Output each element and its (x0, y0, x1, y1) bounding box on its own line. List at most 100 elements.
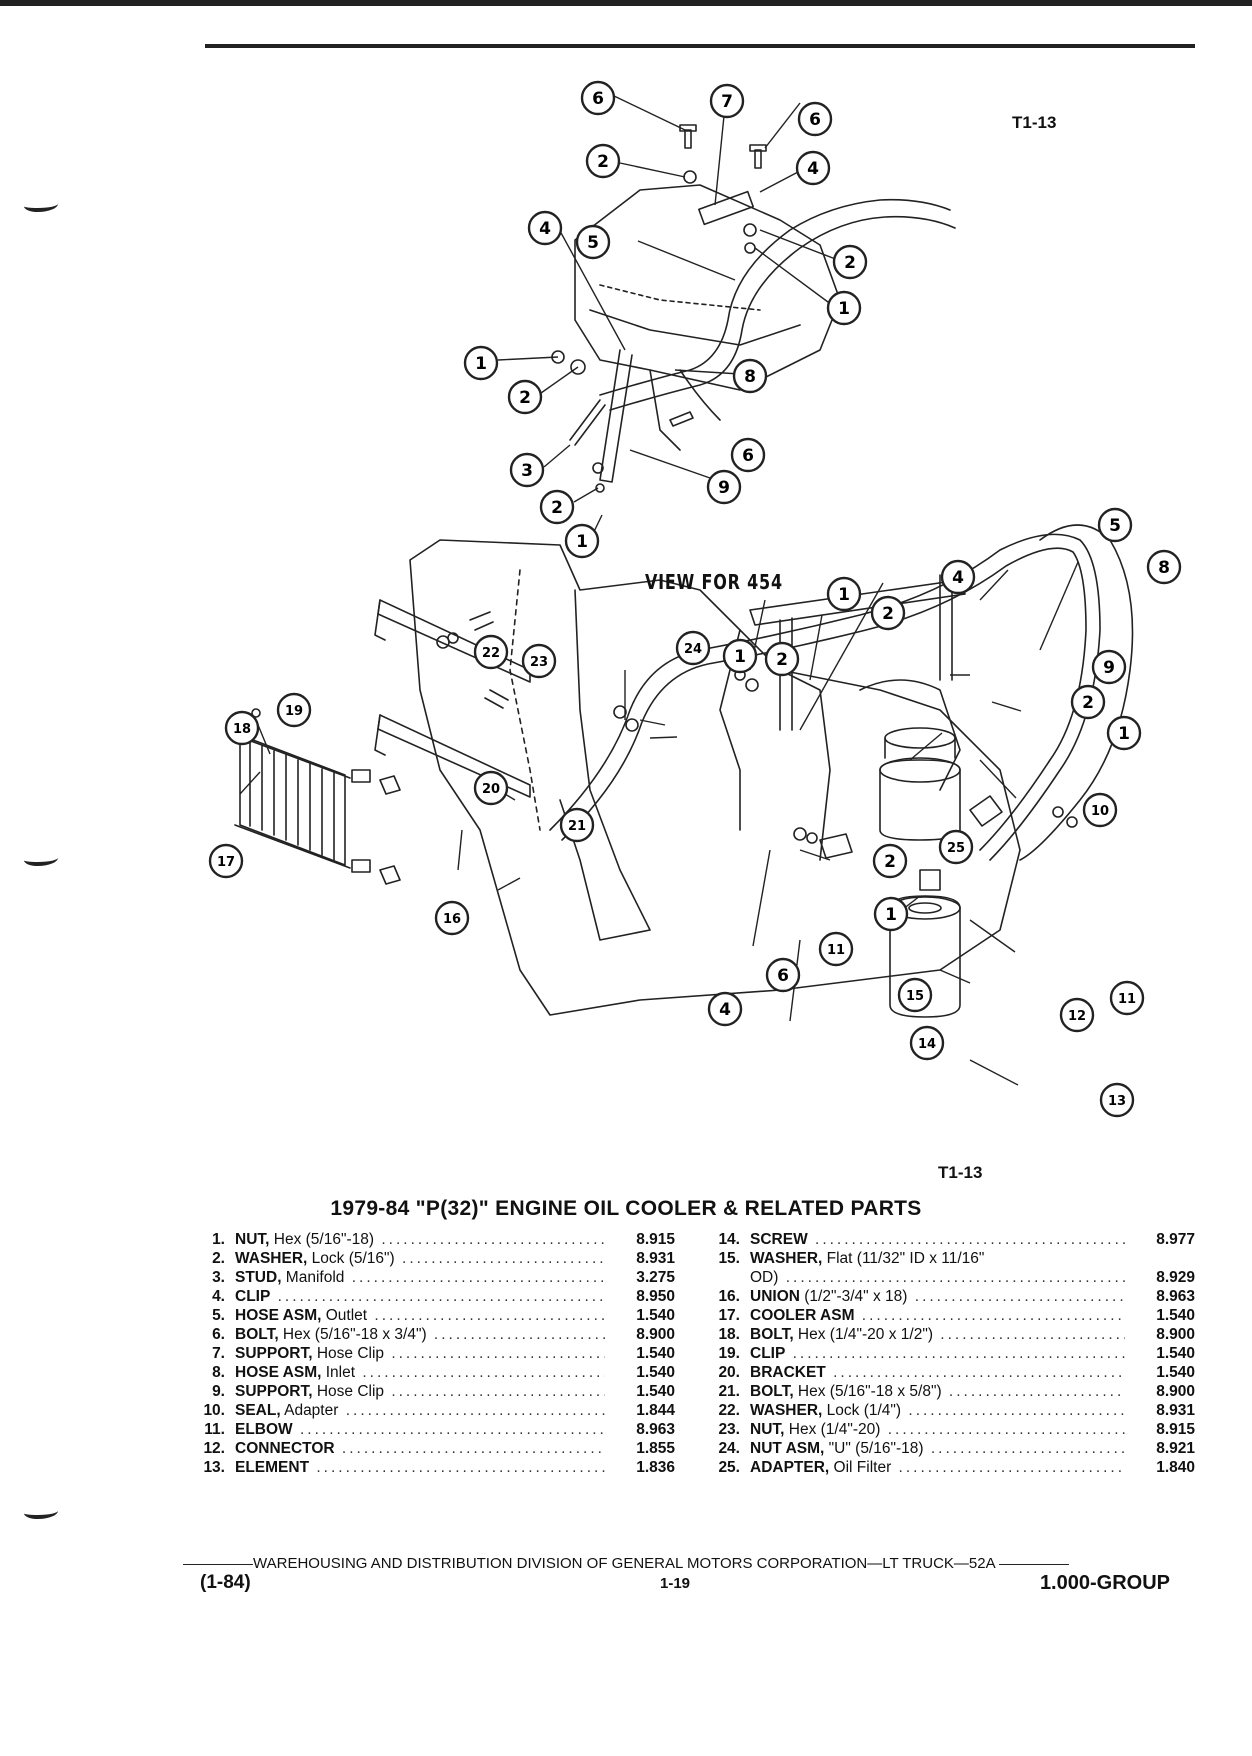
part-number: 8. (212, 1364, 225, 1381)
parts-list-row: 25.ADAPTER, Oil Filter .................… (700, 1458, 1195, 1477)
svg-text:8: 8 (1158, 558, 1170, 578)
part-group-code: 1.540 (636, 1383, 675, 1400)
footer-group: 1.000-GROUP (1039, 1572, 1170, 1594)
part-name: COOLER ASM (750, 1307, 855, 1324)
part-number: 21. (718, 1383, 740, 1400)
parts-list-row: 20.BRACKET .............................… (700, 1363, 1195, 1382)
binder-hole-mark (24, 852, 58, 866)
part-detail: Inlet (321, 1364, 356, 1381)
svg-text:23: 23 (530, 655, 548, 670)
top-hose-outlet (599, 198, 951, 396)
part-name: WASHER, (750, 1402, 823, 1419)
part-description: BRACKET ................................… (750, 1363, 1125, 1382)
footer-page-number: 1-19 (660, 1575, 691, 1592)
svg-text:2: 2 (844, 253, 856, 273)
svg-text:6: 6 (742, 446, 754, 466)
part-name: ELEMENT (235, 1459, 310, 1476)
dot-leader: ........................................… (299, 1421, 605, 1438)
part-description: WASHER, Flat (11/32" ID x 11/16" (750, 1249, 1125, 1268)
part-name: CLIP (750, 1345, 786, 1362)
part-name: BOLT, (750, 1326, 794, 1343)
callout-9: 9 (1091, 649, 1127, 685)
part-description: ELBOW ..................................… (235, 1420, 605, 1439)
parts-list-row: 7.SUPPORT, Hose Clip ...................… (185, 1344, 675, 1363)
parts-list-row: 8. HOSE ASM, Inlet ......................… (185, 1363, 675, 1382)
svg-text:3: 3 (521, 461, 533, 481)
parts-list-row: 17.COOLER ASM ..........................… (700, 1306, 1195, 1325)
svg-text:9: 9 (1103, 658, 1115, 678)
part-description: CLIP ...................................… (750, 1344, 1125, 1363)
footer-publisher-line: WAREHOUSING AND DISTRIBUTION DIVISION OF… (0, 1555, 1252, 1572)
dot-leader: ........................................… (898, 1459, 1125, 1476)
parts-list-row: 24.NUT ASM, "U" (5/16"-18) .............… (700, 1439, 1195, 1458)
dot-leader: ........................................… (778, 1269, 1125, 1286)
svg-text:6: 6 (777, 966, 789, 986)
part-detail: (1/2"-3/4" x 18) (799, 1288, 908, 1305)
svg-text:4: 4 (539, 219, 551, 239)
svg-text:5: 5 (587, 233, 599, 253)
callout-2: 2 (872, 843, 908, 879)
callout-6: 6 (765, 957, 801, 993)
part-description: HOSE ASM, Inlet ........................… (235, 1363, 605, 1382)
part-name: WASHER, (750, 1250, 823, 1267)
part-description: BOLT, Hex (1/4"-20 x 1/2") .............… (750, 1325, 1125, 1344)
part-description: ADAPTER, Oil Filter ....................… (750, 1458, 1125, 1477)
part-number: 9. (212, 1383, 225, 1400)
dot-leader: ........................................… (391, 1383, 605, 1400)
callout-1: 1 (1106, 715, 1142, 751)
part-group-code: 8.931 (1156, 1402, 1195, 1419)
part-description: COOLER ASM .............................… (750, 1306, 1125, 1325)
part-number: 19. (718, 1345, 740, 1362)
callout-9: 9 (706, 469, 742, 505)
svg-text:1: 1 (838, 299, 850, 319)
parts-list-row: 21.BOLT, Hex (5/16"-18 x 5/8") .........… (700, 1382, 1195, 1401)
dot-leader: ........................................… (833, 1364, 1125, 1381)
callout-20: 20 (473, 770, 509, 806)
parts-list-row: 12.CONNECTOR ...........................… (185, 1439, 675, 1458)
part-name: WASHER, (235, 1250, 308, 1267)
callout-2: 2 (870, 595, 906, 631)
part-name: SCREW (750, 1231, 808, 1248)
part-number: 1. (212, 1231, 225, 1248)
svg-text:2: 2 (1082, 693, 1094, 713)
callout-2: 2 (764, 641, 800, 677)
dot-leader: ........................................… (785, 1345, 1125, 1362)
callout-22: 22 (473, 634, 509, 670)
part-group-code: 1.540 (1156, 1307, 1195, 1324)
parts-list-row: 9.SUPPORT, Hose Clip ...................… (185, 1382, 675, 1401)
svg-text:13: 13 (1108, 1094, 1126, 1109)
callout-6: 6 (797, 101, 833, 137)
callout-2: 2 (585, 143, 621, 179)
parts-list-row: 1. NUT, Hex (5/16"-18) ..................… (185, 1230, 675, 1249)
callout-1: 1 (873, 896, 909, 932)
engine-manifold-outline (574, 184, 841, 391)
part-detail: Hex (5/16"-18 x 3/4") (278, 1326, 427, 1343)
part-name: NUT ASM, (750, 1440, 825, 1457)
svg-text:15: 15 (906, 989, 924, 1004)
parts-list-right: 14.SCREW ...............................… (700, 1230, 1195, 1477)
oil-filter-element (889, 895, 961, 1018)
svg-text:16: 16 (443, 912, 461, 927)
callout-12: 12 (1059, 997, 1095, 1033)
part-group-code: 8.963 (636, 1421, 675, 1438)
svg-text:8: 8 (744, 367, 756, 387)
callout-4: 4 (795, 150, 831, 186)
part-name: ADAPTER, (750, 1459, 830, 1476)
callout-17: 17 (208, 843, 244, 879)
part-group-code: 8.900 (636, 1326, 675, 1343)
callout-16: 16 (434, 900, 470, 936)
union-fitting (379, 775, 401, 795)
part-description: NUT, Hex (5/16"-18) ....................… (235, 1230, 605, 1249)
dot-leader: ........................................… (362, 1364, 605, 1381)
part-description: UNION (1/2"-3/4" x 18) .................… (750, 1287, 1125, 1306)
svg-text:12: 12 (1068, 1009, 1086, 1024)
part-description: CONNECTOR ..............................… (235, 1439, 605, 1458)
part-name: SUPPORT, (235, 1383, 313, 1400)
svg-text:20: 20 (482, 782, 500, 797)
callout-11: 11 (1109, 980, 1145, 1016)
parts-list-row: 19. CLIP ................................… (700, 1344, 1195, 1363)
parts-list-row: OD) ....................................… (700, 1268, 1195, 1287)
part-group-code: 1.840 (1156, 1459, 1195, 1476)
svg-text:1: 1 (885, 905, 897, 925)
callout-18: 18 (224, 710, 260, 746)
